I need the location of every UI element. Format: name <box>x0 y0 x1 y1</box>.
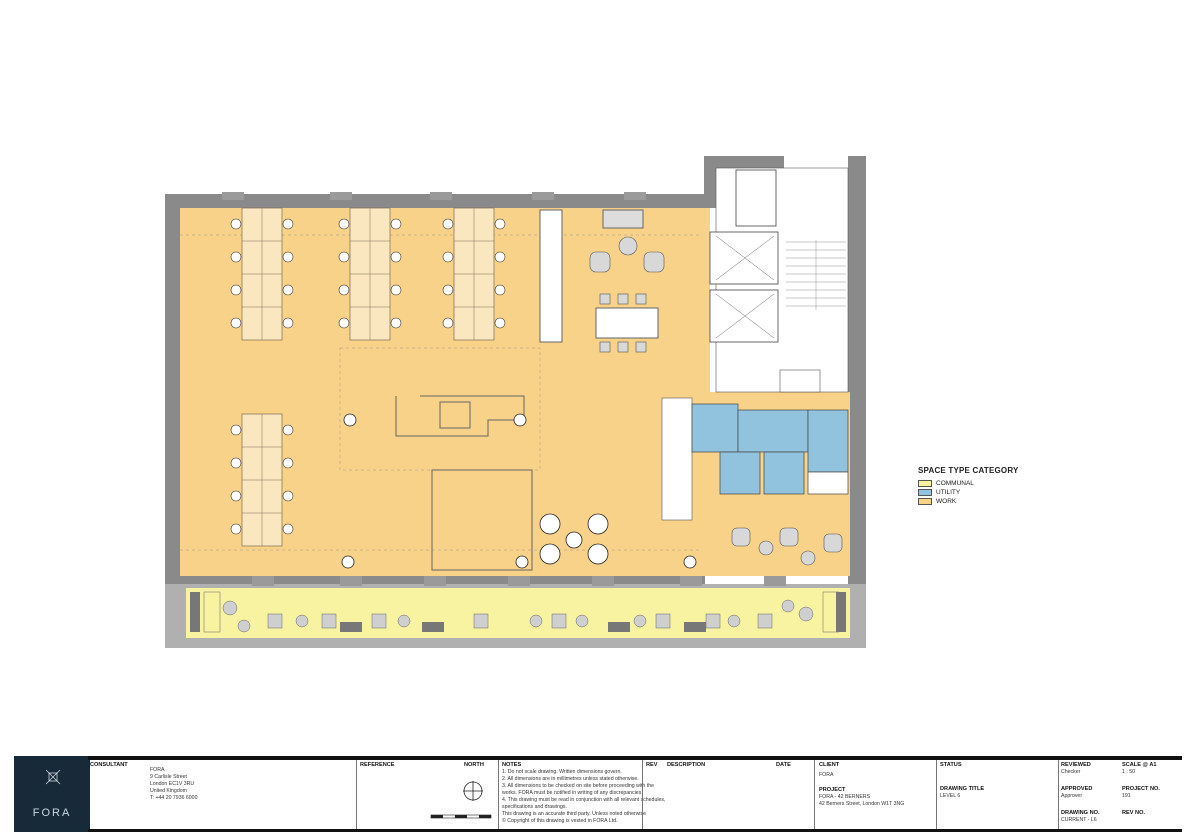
rev-no-label: REV NO. <box>1122 810 1146 816</box>
consultant-line: T: +44 20 7936 6000 <box>150 795 198 801</box>
desk-dividers <box>242 208 494 546</box>
client-cell: CLIENT FORA PROJECT FORA - 42 BERNERS 42… <box>819 762 904 808</box>
drawing-title-label: DRAWING TITLE <box>940 786 985 792</box>
divider <box>356 760 357 829</box>
note-item: works. FORA must be notified in writing … <box>502 790 643 796</box>
legend-label: COMMUNAL <box>936 480 974 487</box>
legend-item-work: WORK <box>918 497 1078 506</box>
fora-logo: FORA <box>14 756 90 832</box>
reviewed-value: Checker <box>1061 769 1081 775</box>
title-block-bottom-rule <box>88 829 1182 832</box>
utility-zone <box>661 397 849 521</box>
title-block: FORA CONSULTANT FORA 9 Carlisle Street L… <box>8 756 1182 832</box>
north-cell: NORTH <box>464 762 484 769</box>
reference-cell: REFERENCE <box>360 762 395 769</box>
consultant-address: FORA 9 Carlisle Street London EC1V 3RU U… <box>150 767 197 802</box>
legend-item-communal: COMMUNAL <box>918 479 1078 488</box>
floor-plan <box>165 156 866 648</box>
consultant-line: London EC1V 3RU <box>150 781 195 787</box>
reference-label: REFERENCE <box>360 762 395 768</box>
status-cell: STATUS DRAWING TITLE LEVEL 6 <box>940 762 984 800</box>
client-label: CLIENT <box>819 762 840 768</box>
core-zone <box>709 167 849 393</box>
note-extra: This drawing is an accurate third party.… <box>502 811 647 817</box>
divider <box>1058 760 1059 829</box>
description-label: DESCRIPTION <box>666 762 706 768</box>
desk-chairs <box>230 218 506 535</box>
legend-title: SPACE TYPE CATEGORY <box>918 466 1019 475</box>
rev-label: REV <box>646 762 658 768</box>
notes-cell: NOTES 1. Do not scale drawing. Written d… <box>502 762 665 825</box>
reviewed-label: REVIEWED <box>1061 762 1091 768</box>
legend-label: UTILITY <box>936 489 961 496</box>
status-label: STATUS <box>940 762 962 768</box>
note-item: 3. All dimensions to be checked on site … <box>502 783 654 789</box>
project-no-value: 191 <box>1122 793 1131 799</box>
legend-label: WORK <box>936 498 957 505</box>
round-tables <box>341 413 697 569</box>
lounge-furniture <box>589 236 843 566</box>
drawing-title-value: LEVEL 6 <box>940 793 961 799</box>
legend-swatch <box>918 480 932 487</box>
note-item: 2. All dimensions are in millimetres unl… <box>502 776 639 782</box>
title-block-top-rule <box>88 756 1182 760</box>
legend-item-utility: UTILITY <box>918 488 1078 497</box>
divider <box>642 760 643 829</box>
client-value: FORA <box>819 772 834 778</box>
divider <box>936 760 937 829</box>
note-item: 1. Do not scale drawing. Written dimensi… <box>502 769 622 775</box>
divider <box>814 760 815 829</box>
scale-value: 1 : 50 <box>1122 769 1135 775</box>
consultant-line: FORA <box>150 767 165 773</box>
scale-label: SCALE @ A1 <box>1122 762 1157 768</box>
planters <box>190 592 846 632</box>
reviewed-cell: REVIEWED Checker APPROVED Approver DRAWI… <box>1061 762 1100 824</box>
rev-cell: REV DESCRIPTION <box>646 762 705 769</box>
note-extra: © Copyright of this drawing is vested in… <box>502 818 618 824</box>
north-arrow-icon <box>463 781 483 801</box>
drawing-no-value: CURRENT - L6 <box>1061 817 1097 823</box>
consultant-label: CONSULTANT <box>90 762 128 768</box>
legend-swatch <box>918 489 932 496</box>
partitions <box>395 209 659 571</box>
scale-bar-icon <box>430 814 492 819</box>
project-label: PROJECT <box>819 787 846 793</box>
project-line: FORA - 42 BERNERS <box>819 794 871 800</box>
date-label: DATE <box>776 762 791 768</box>
space-type-legend: SPACE TYPE CATEGORY COMMUNAL UTILITY WOR… <box>918 466 1078 506</box>
project-no-label: PROJECT NO. <box>1122 786 1160 792</box>
legend-swatch <box>918 498 932 505</box>
note-item: 4. This drawing must be read in conjunct… <box>502 797 666 803</box>
consultant-line: United Kingdom <box>150 788 187 794</box>
project-line: 42 Berners Street, London W1T 3NG <box>819 801 905 807</box>
communal-terrace <box>186 588 850 638</box>
consultant-cell: CONSULTANT <box>90 762 128 769</box>
notes-label: NOTES <box>502 762 522 768</box>
approved-label: APPROVED <box>1061 786 1093 792</box>
north-label: NORTH <box>464 762 484 768</box>
window-bays <box>222 192 786 586</box>
terrace-furniture <box>222 599 814 633</box>
logo-text: FORA <box>32 807 72 819</box>
note-item: specifications and drawings. <box>502 804 567 810</box>
approved-value: Approver <box>1061 793 1083 799</box>
date-cell: DATE <box>776 762 791 769</box>
drawing-no-label: DRAWING NO. <box>1061 810 1100 816</box>
divider <box>498 760 499 829</box>
fora-logo-icon <box>45 769 61 785</box>
consultant-line: 9 Carlisle Street <box>150 774 187 780</box>
notes-list: 1. Do not scale drawing. Written dimensi… <box>502 769 665 825</box>
scale-cell: SCALE @ A1 1 : 50 PROJECT NO. 191 REV NO… <box>1122 762 1160 817</box>
